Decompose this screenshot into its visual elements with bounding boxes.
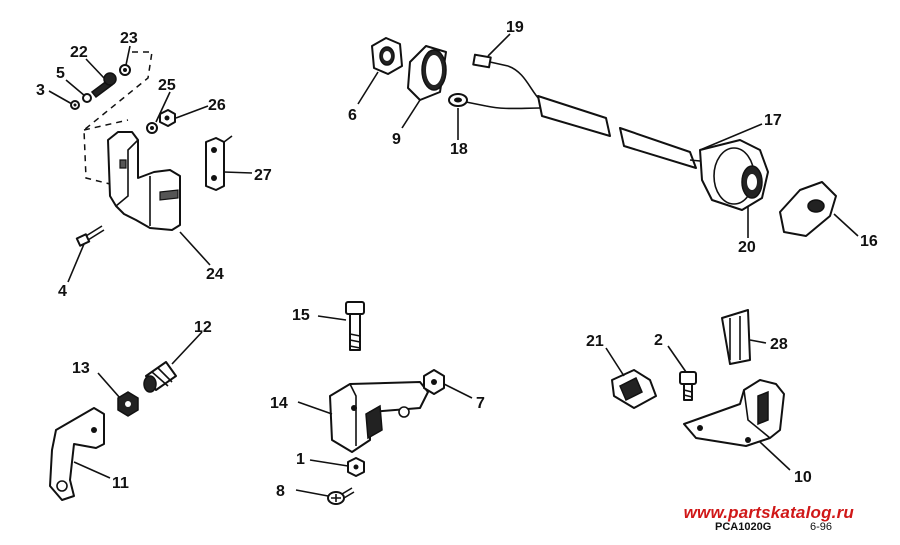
part-26-nut xyxy=(159,109,176,127)
part-8-screw xyxy=(327,487,355,505)
label-4: 4 xyxy=(58,283,67,300)
part-7-nut xyxy=(423,369,445,395)
label-27: 27 xyxy=(254,167,272,184)
watermark-link[interactable]: www.partskatalog.ru xyxy=(683,503,854,522)
part-15-bolt xyxy=(345,301,365,351)
part-1-nut xyxy=(347,457,365,477)
part-6-hex-nut xyxy=(371,37,403,75)
part-27-plate xyxy=(205,135,233,191)
label-17: 17 xyxy=(764,112,782,129)
label-24: 24 xyxy=(206,266,224,283)
part-11-lever xyxy=(49,407,105,501)
part-21-clip xyxy=(611,369,657,409)
part-16-bracket xyxy=(779,181,837,237)
part-12-stud xyxy=(143,361,177,393)
drawing-date: 6-96 xyxy=(810,521,833,533)
label-28: 28 xyxy=(770,336,788,353)
part-2-bolt xyxy=(679,371,697,401)
label-2: 2 xyxy=(654,332,663,349)
label-18: 18 xyxy=(450,141,468,158)
part-17-wire-harness xyxy=(485,65,711,169)
label-21: 21 xyxy=(586,333,604,350)
part-13-nut xyxy=(117,391,139,417)
part-23-washer xyxy=(119,64,131,76)
part-20-switch-body xyxy=(699,139,769,211)
part-19-connector xyxy=(472,53,509,69)
part-18-ring-terminal xyxy=(448,93,487,107)
part-22-ball-stud xyxy=(90,72,117,99)
part-24-bracket xyxy=(107,131,181,231)
drawing-code: PCA1020G xyxy=(715,521,772,533)
part-14-pivot-bracket xyxy=(329,381,429,453)
label-6: 6 xyxy=(348,107,357,124)
label-5: 5 xyxy=(56,65,65,82)
label-1: 1 xyxy=(296,451,305,468)
label-22: 22 xyxy=(70,44,88,61)
label-11: 11 xyxy=(112,475,129,492)
label-14: 14 xyxy=(270,395,288,412)
part-3-small-nut xyxy=(70,100,80,110)
part-4-screw xyxy=(75,225,105,247)
part-10-bracket xyxy=(683,379,785,447)
label-8: 8 xyxy=(276,483,285,500)
callout-labels: 3 5 22 23 25 26 27 4 24 6 9 19 18 17 20 … xyxy=(36,19,878,500)
label-9: 9 xyxy=(392,131,401,148)
label-10: 10 xyxy=(794,469,812,486)
label-15: 15 xyxy=(292,307,310,324)
label-16: 16 xyxy=(860,233,878,250)
label-19: 19 xyxy=(506,19,524,36)
label-23: 23 xyxy=(120,30,138,47)
label-7: 7 xyxy=(476,395,485,412)
part-28-clip xyxy=(721,309,751,365)
label-26: 26 xyxy=(208,97,226,114)
label-3: 3 xyxy=(36,82,45,99)
leader-lines xyxy=(48,33,859,497)
part-25-washer xyxy=(146,122,158,134)
dashed-outline xyxy=(83,51,153,185)
label-20: 20 xyxy=(738,239,756,256)
label-13: 13 xyxy=(72,360,90,377)
label-12: 12 xyxy=(194,319,212,336)
part-9-boot xyxy=(407,45,447,101)
label-25: 25 xyxy=(158,77,176,94)
